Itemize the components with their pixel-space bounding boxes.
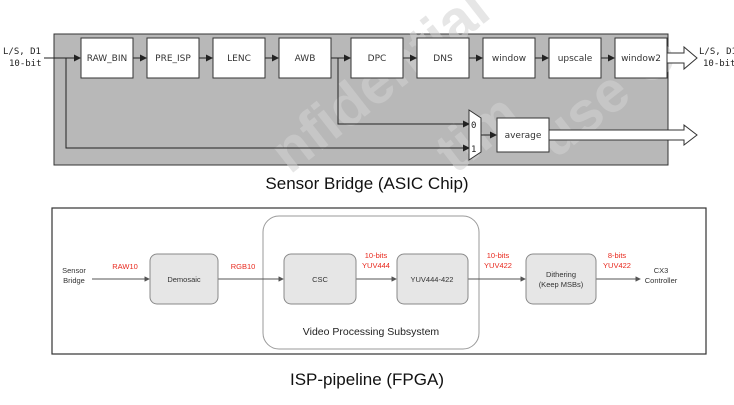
svg-text:Demosaic: Demosaic (167, 275, 201, 284)
edge-label-yuv422: YUV422 (484, 261, 512, 270)
asic-output-arrow (666, 45, 698, 71)
asic-mux: 0 1 (468, 109, 482, 161)
asic-block-dpc: DPC (350, 37, 404, 79)
asic-block-average: average (496, 117, 550, 153)
asic-block-window2: window2 (614, 37, 668, 79)
video-processing-subsystem (262, 215, 480, 350)
asic-connectors (44, 54, 615, 152)
asic-block-dns: DNS (416, 37, 470, 79)
svg-text:window2: window2 (621, 54, 661, 64)
edge-label-rgb10: RGB10 (231, 262, 256, 271)
svg-text:DNS: DNS (433, 54, 453, 64)
fpga-block-yuv444-422: YUV444-422 (396, 253, 469, 305)
asic-block-window: window (482, 37, 536, 79)
fpga-block-csc: CSC (283, 253, 357, 305)
asic-block-lenc: LENC (212, 37, 266, 79)
fpga-block-dithering: Dithering (Keep MSBs) (525, 253, 597, 305)
asic-block-raw-bin: RAW_BIN (80, 37, 134, 79)
edge-label-yuv444-bits: 10-bits (365, 251, 388, 260)
edge-label-yuv444: YUV444 (362, 261, 390, 270)
asic-block-pre-isp: PRE_ISP (146, 37, 200, 79)
asic-output-label-line1: L/S, D1 (699, 47, 734, 57)
svg-text:PRE_ISP: PRE_ISP (155, 54, 191, 64)
asic-block-upscale: upscale (548, 37, 602, 79)
fpga-caption: ISP-pipeline (FPGA) (290, 370, 444, 389)
asic-block-awb: AWB (278, 37, 332, 79)
asic-input-label-line1: L/S, D1 (3, 47, 41, 57)
asic-output-label-line2: 10-bit (703, 59, 734, 69)
edge-label-raw10: RAW10 (112, 262, 138, 271)
edge-label-out-yuv422: YUV422 (603, 261, 631, 270)
svg-text:(Keep MSBs): (Keep MSBs) (539, 280, 584, 289)
average-output-arrow (548, 123, 698, 147)
fpga-block-demosaic: Demosaic (149, 253, 219, 305)
svg-text:YUV444-422: YUV444-422 (411, 275, 454, 284)
svg-text:AWB: AWB (295, 54, 316, 64)
edge-label-out-bits: 8-bits (608, 251, 627, 260)
svg-text:LENC: LENC (227, 54, 251, 64)
svg-text:average: average (505, 131, 542, 141)
svg-text:DPC: DPC (368, 54, 387, 64)
subsystem-label: Video Processing Subsystem (303, 326, 440, 338)
source-label-line1: Sensor (62, 266, 86, 275)
edge-label-yuv422-bits: 10-bits (487, 251, 510, 260)
asic-caption: Sensor Bridge (ASIC Chip) (265, 174, 469, 193)
svg-text:window: window (492, 54, 526, 64)
svg-text:CSC: CSC (312, 275, 328, 284)
source-label-line2: Bridge (63, 276, 85, 285)
svg-text:RAW_BIN: RAW_BIN (87, 54, 128, 64)
mux-input-1-label: 1 (471, 145, 476, 155)
sink-label-line1: CX3 (654, 266, 669, 275)
sink-label-line2: Controller (645, 276, 678, 285)
mux-input-0-label: 0 (471, 121, 476, 131)
asic-input-label-line2: 10-bit (9, 59, 42, 69)
svg-text:Dithering: Dithering (546, 270, 576, 279)
svg-text:upscale: upscale (558, 54, 593, 64)
